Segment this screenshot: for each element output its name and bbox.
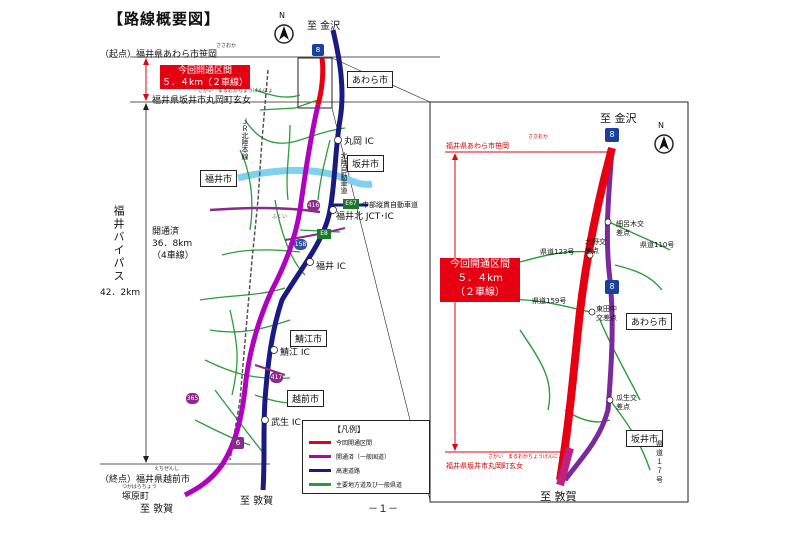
inset-bottom-place: 福井県坂井市丸岡町玄女 — [446, 462, 523, 470]
ic-takefu: 武生 IC — [271, 418, 301, 428]
start-ruby: ささおか — [216, 43, 237, 49]
city-echizen: 越前市 — [287, 390, 325, 407]
start-point-label: （起点）福井県あわら市笹岡 — [100, 50, 218, 60]
jr-line — [229, 69, 269, 461]
hokuriku-expressway-label: 北陸自動車道 — [340, 152, 348, 194]
e67-badge: E67 — [343, 199, 359, 209]
ic-fukui: 福井 IC — [316, 262, 346, 272]
inset-uryu-intersection: 瓜生交差点 — [616, 394, 637, 411]
inset-road-110: 県道110号 — [640, 241, 675, 249]
route416-shield: 416 — [307, 200, 320, 211]
chubu-expressway-label: 中部縦貫自動車道 — [362, 201, 418, 209]
ic-maruoka: 丸岡 IC — [344, 137, 374, 147]
city-fukui: 福井市 — [200, 170, 238, 187]
inset-road-159: 県道159号 — [532, 297, 567, 305]
route8-shield: 8 — [312, 44, 324, 56]
south-direction-2: 至 敦賀 — [140, 504, 174, 515]
inset-compass-icon — [654, 134, 674, 154]
city-awara: あわら市 — [347, 71, 394, 88]
fukui-small-label: ふくい — [272, 214, 288, 220]
mid-point-label: 福井県坂井市丸岡町玄女 — [152, 96, 252, 106]
city-sakai: 坂井市 — [347, 155, 385, 172]
end-ruby-2: つかはらちょう — [122, 484, 157, 490]
bypass-length: 42．2km — [100, 288, 141, 298]
ic-fukuikita: 福井北 JCT･IC — [336, 212, 394, 222]
inset-kitano-intersection: 北野交差点 — [585, 238, 606, 255]
legend-item: 今回開通区間 — [309, 438, 372, 447]
legend-item: 開通済（一般国道） — [309, 452, 390, 461]
route8-new — [315, 57, 326, 106]
inset-south-direction: 至 敦賀 — [540, 490, 577, 503]
jr-line-label: ＪＲ北陸本線 — [241, 118, 249, 160]
legend-item: 高速道路 — [309, 466, 360, 475]
compass-label: N — [279, 11, 285, 20]
end-point-label: （終点）福井県越前市 — [100, 475, 191, 485]
inset-city-sakai: 坂井市 — [626, 430, 664, 447]
inset-north-direction: 至 金沢 — [600, 112, 637, 125]
inset-city-awara: あわら市 — [626, 313, 673, 330]
inset-route8-shield-2: 8 — [605, 280, 619, 294]
page-title: 【路線概要図】 — [108, 10, 221, 28]
bypass-name: 福井バイパス — [112, 205, 125, 283]
route417-shield: 417 — [270, 372, 283, 383]
route8-open — [183, 104, 321, 498]
north-direction: 至 金沢 — [307, 21, 341, 32]
inset-hosorogi-intersection: 細呂木交差点 — [616, 220, 644, 237]
inset-top-place: 福井県あわら市笹岡 — [446, 142, 509, 150]
inset-road-17: 県道１７号 — [656, 440, 663, 484]
legend-item: 主要地方道及び一般県道 — [309, 480, 402, 489]
inset-compass-label: N — [658, 121, 664, 130]
inset-road-123: 県道123号 — [540, 248, 575, 256]
route158-shield: 158 — [294, 239, 307, 250]
compass-icon — [274, 24, 294, 44]
inset-bottom-ruby: さかい まるおかちょうげんにょ — [488, 454, 564, 460]
ic-sabae: 鯖江 IC — [280, 348, 310, 358]
route365-shield: 365 — [186, 393, 199, 404]
end-point-label-2: 塚原町 — [122, 492, 150, 502]
city-sabae: 鯖江市 — [290, 330, 328, 347]
inset-top-ruby: ささおか — [528, 134, 549, 140]
inset-higashitanaka-intersection: 東田中交差点 — [596, 305, 617, 322]
map-legend: 【凡例】 今回開通区間 開通済（一般国道） 高速道路 主要地方道及び一般県道 — [302, 420, 430, 494]
mid-ruby: さかい まるおかちょうげんにょ — [198, 88, 274, 94]
page-number: －１－ — [368, 504, 398, 515]
e8-badge: E8 — [317, 229, 331, 239]
end-ruby-1: えちぜんし — [154, 466, 180, 472]
route6-shield: 6 — [232, 437, 244, 449]
inset-route8-shield: 8 — [605, 128, 619, 142]
south-direction-1: 至 敦賀 — [240, 496, 274, 507]
